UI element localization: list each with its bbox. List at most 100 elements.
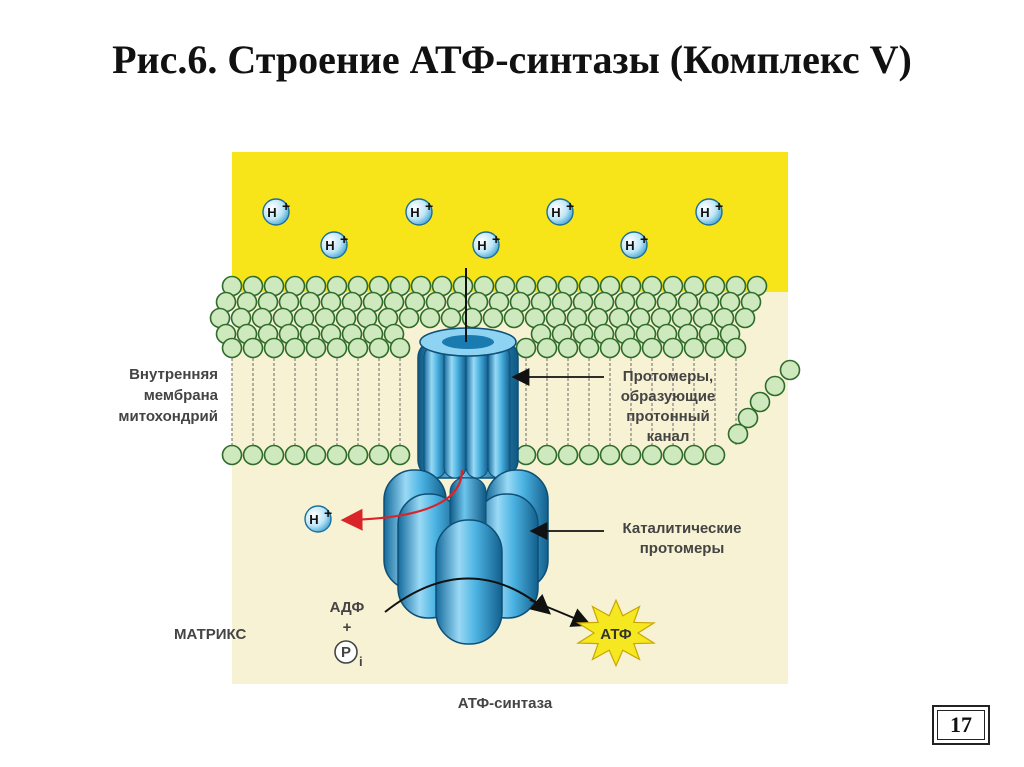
proton-channel [417, 268, 519, 479]
phosphate-subscript: i [359, 654, 363, 669]
membrane-label-line-1: Внутренняя [129, 366, 218, 383]
lipid-head [683, 444, 705, 466]
protomers-label-line-1: Протомеры, [623, 368, 713, 385]
proton-ion-charge: + [715, 198, 723, 214]
proton-ion-circle [304, 505, 332, 533]
proton-ion-circle [620, 231, 648, 259]
lipid-head [704, 444, 726, 466]
lipid-head [779, 359, 801, 381]
lipid-head [620, 337, 642, 359]
lipid-head [326, 337, 348, 359]
proton-ion-symbol: H [551, 205, 560, 220]
proton-ion-charge: + [492, 231, 500, 247]
proton-ion: H+ [304, 505, 332, 533]
lipid-head [440, 307, 462, 329]
lipid-head [536, 444, 558, 466]
lipid-head [284, 444, 306, 466]
proton-ion-symbol: H [700, 205, 709, 220]
proton-ion: H+ [472, 231, 500, 259]
lipid-head [515, 444, 537, 466]
lipid-head [557, 444, 579, 466]
matrix-label: МАТРИКС [174, 626, 246, 643]
lipid-head [389, 444, 411, 466]
proton-ion-circle [405, 198, 433, 226]
proton-ion-charge: + [340, 231, 348, 247]
lipid-head [620, 444, 642, 466]
lipid-head [347, 444, 369, 466]
lipid-head [263, 337, 285, 359]
lipid-head [725, 337, 747, 359]
proton-ion-circle [320, 231, 348, 259]
atp-label: АТФ [600, 626, 632, 643]
lipid-head [599, 337, 621, 359]
proton-ion-charge: + [425, 198, 433, 214]
lipid-head [398, 307, 420, 329]
protomers-label-line-4: канал [647, 428, 690, 445]
lipid-head [326, 444, 348, 466]
proton-ion-charge: + [282, 198, 290, 214]
adp-label: АДФ [330, 599, 365, 616]
proton-ion-charge: + [566, 198, 574, 214]
lipid-head [683, 337, 705, 359]
lipid-head [482, 307, 504, 329]
slide-number: 17 [932, 705, 990, 745]
lipid-head [263, 444, 285, 466]
lipid-head [284, 337, 306, 359]
catalytic-head [383, 469, 552, 645]
proton-ion: H+ [546, 198, 574, 226]
lipid-head [764, 375, 786, 397]
catalytic-label-line-2: протомеры [640, 540, 725, 557]
atp-star: АТФ [576, 598, 656, 668]
proton-ion-circle [695, 198, 723, 226]
lipid-head [704, 337, 726, 359]
lipid-head [389, 337, 411, 359]
proton-ion-symbol: H [625, 238, 634, 253]
proton-ion: H+ [695, 198, 723, 226]
lipid-head [737, 407, 759, 429]
proton-ion: H+ [320, 231, 348, 259]
lipid-head [641, 444, 663, 466]
lipid-head [536, 337, 558, 359]
slide-title: Рис.6. Строение АТФ-синтазы (Комплекс V) [112, 37, 912, 82]
protomers-label-line-3: протонный [626, 408, 709, 425]
atp-synthase-caption: АТФ-синтаза [458, 695, 553, 712]
lipid-head [221, 337, 243, 359]
proton-ion-symbol: H [267, 205, 276, 220]
proton-ion-charge: + [640, 231, 648, 247]
lipid-head [368, 444, 390, 466]
lipid-head [599, 444, 621, 466]
membrane-label-line-3: митохондрий [118, 408, 218, 425]
proton-ion: H+ [405, 198, 433, 226]
lipid-head [305, 444, 327, 466]
proton-ion-charge: + [324, 505, 332, 521]
lipid-head [578, 337, 600, 359]
atp-formation-arrow [529, 599, 592, 627]
membrane-label-line-2: мембрана [144, 387, 219, 404]
proton-ion-circle [546, 198, 574, 226]
lipid-head [727, 423, 749, 445]
lipid-head [242, 337, 264, 359]
lipid-head [641, 337, 663, 359]
lipid-head [347, 337, 369, 359]
proton-ions: H+H+H+H+H+H+H+H+ [262, 198, 723, 533]
proton-ion-symbol: H [325, 238, 334, 253]
lipid-head [503, 307, 525, 329]
proton-flow-arrow [340, 469, 464, 531]
proton-ion-circle [472, 231, 500, 259]
lipid-head [749, 391, 771, 413]
proton-ion-symbol: H [410, 205, 419, 220]
protomers-label-line-2: образующие [621, 388, 716, 405]
proton-ion: H+ [620, 231, 648, 259]
lipid-head [515, 337, 537, 359]
plus-label: + [343, 619, 352, 636]
lipid-head [734, 307, 756, 329]
proton-ion-symbol: H [477, 238, 486, 253]
proton-ion-symbol: H [309, 512, 318, 527]
lipid-head [368, 337, 390, 359]
slide-number-text: 17 [950, 712, 972, 737]
catalytic-label-line-1: Каталитические [623, 520, 742, 537]
lipid-head [557, 337, 579, 359]
proton-ion-circle [262, 198, 290, 226]
lipid-head [221, 444, 243, 466]
